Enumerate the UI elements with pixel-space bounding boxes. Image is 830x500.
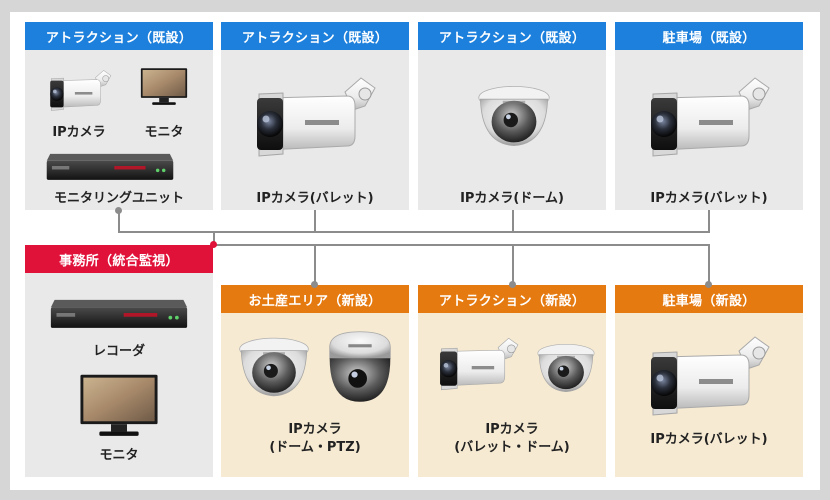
connector-drop-parking1	[708, 210, 710, 232]
ip-camera-bullet-label: IPカメラ(バレット)	[650, 432, 768, 447]
connector-office-riser	[213, 231, 215, 245]
monitoring-unit-icon	[45, 148, 175, 184]
panel-title: 駐車場（新設）	[615, 285, 803, 313]
monitor-label: モニタ	[99, 448, 139, 463]
panel-attraction-new: アトラクション（新設） IPカメラ (バレット・ドーム)	[418, 285, 606, 477]
panel-title: 事務所（統合監視）	[25, 245, 213, 273]
panel-souvenir-area-new: お土産エリア（新設） IPカメラ (ドーム・PTZ)	[221, 285, 409, 477]
dome-camera-icon	[534, 339, 598, 397]
junction-dot-1	[115, 207, 122, 214]
bullet-camera-icon	[637, 70, 777, 170]
monitor-icon	[79, 373, 159, 439]
monitor-icon	[140, 67, 188, 107]
junction-dot-2	[311, 281, 318, 288]
connector-office-dot	[210, 241, 217, 248]
panel-title: 駐車場（既設）	[615, 22, 803, 50]
bullet-camera-icon	[243, 70, 383, 170]
ip-camera-bullet-label: IPカメラ(バレット)	[650, 191, 768, 206]
monitor-label: モニタ	[144, 125, 184, 140]
ip-camera-bullet-label: IPカメラ(バレット)	[256, 191, 374, 206]
recorder-icon	[49, 293, 189, 333]
panel-title: アトラクション（既設）	[25, 22, 213, 50]
connector-upper-bus	[118, 231, 710, 233]
junction-dot-3	[509, 281, 516, 288]
bullet-camera-icon	[637, 329, 777, 429]
bullet-camera-icon	[430, 333, 524, 399]
panel-parking-existing: 駐車場（既設） IPカメラ(バレット)	[615, 22, 803, 210]
panel-parking-new: 駐車場（新設） IPカメラ(バレット)	[615, 285, 803, 477]
bullet-dome-label: (バレット・ドーム)	[454, 440, 570, 455]
connector-drop-attraction2	[314, 210, 316, 232]
ip-camera-dome-label: IPカメラ(ドーム)	[460, 191, 564, 206]
bullet-camera-icon	[43, 66, 115, 118]
junction-dot-4	[705, 281, 712, 288]
connector-drop-attraction-new	[512, 244, 514, 284]
dome-camera-icon	[235, 331, 313, 403]
monitoring-unit-label: モニタリングユニット	[53, 191, 184, 206]
connector-drop-attraction3	[512, 210, 514, 232]
ip-camera-label: IPカメラ	[485, 422, 539, 437]
panel-title: お土産エリア（新設）	[221, 285, 409, 313]
panel-attraction-existing-1: アトラクション（既設） IPカメラ モニタ モニタリングユニット	[25, 22, 213, 210]
connector-lower-bus	[213, 244, 710, 246]
ptz-camera-icon	[325, 325, 395, 407]
panel-title: アトラクション（新設）	[418, 285, 606, 313]
ip-camera-label: IPカメラ	[288, 422, 342, 437]
system-diagram: アトラクション（既設） IPカメラ モニタ モニタリングユニット アトラクション…	[10, 12, 820, 490]
panel-attraction-existing-3: アトラクション（既設） IPカメラ(ドーム)	[418, 22, 606, 210]
connector-drop-souvenir	[314, 244, 316, 284]
panel-office-integrated-monitoring: 事務所（統合監視） レコーダ モニタ	[25, 245, 213, 477]
connector-drop-parking-new	[708, 244, 710, 284]
connector-drop-attraction1	[118, 210, 120, 232]
ip-camera-label: IPカメラ	[52, 125, 106, 140]
panel-title: アトラクション（既設）	[418, 22, 606, 50]
panel-title: アトラクション（既設）	[221, 22, 409, 50]
dome-camera-icon	[474, 76, 554, 156]
dome-ptz-label: (ドーム・PTZ)	[269, 440, 361, 455]
panel-attraction-existing-2: アトラクション（既設） IPカメラ(バレット)	[221, 22, 409, 210]
recorder-label: レコーダ	[92, 344, 145, 359]
